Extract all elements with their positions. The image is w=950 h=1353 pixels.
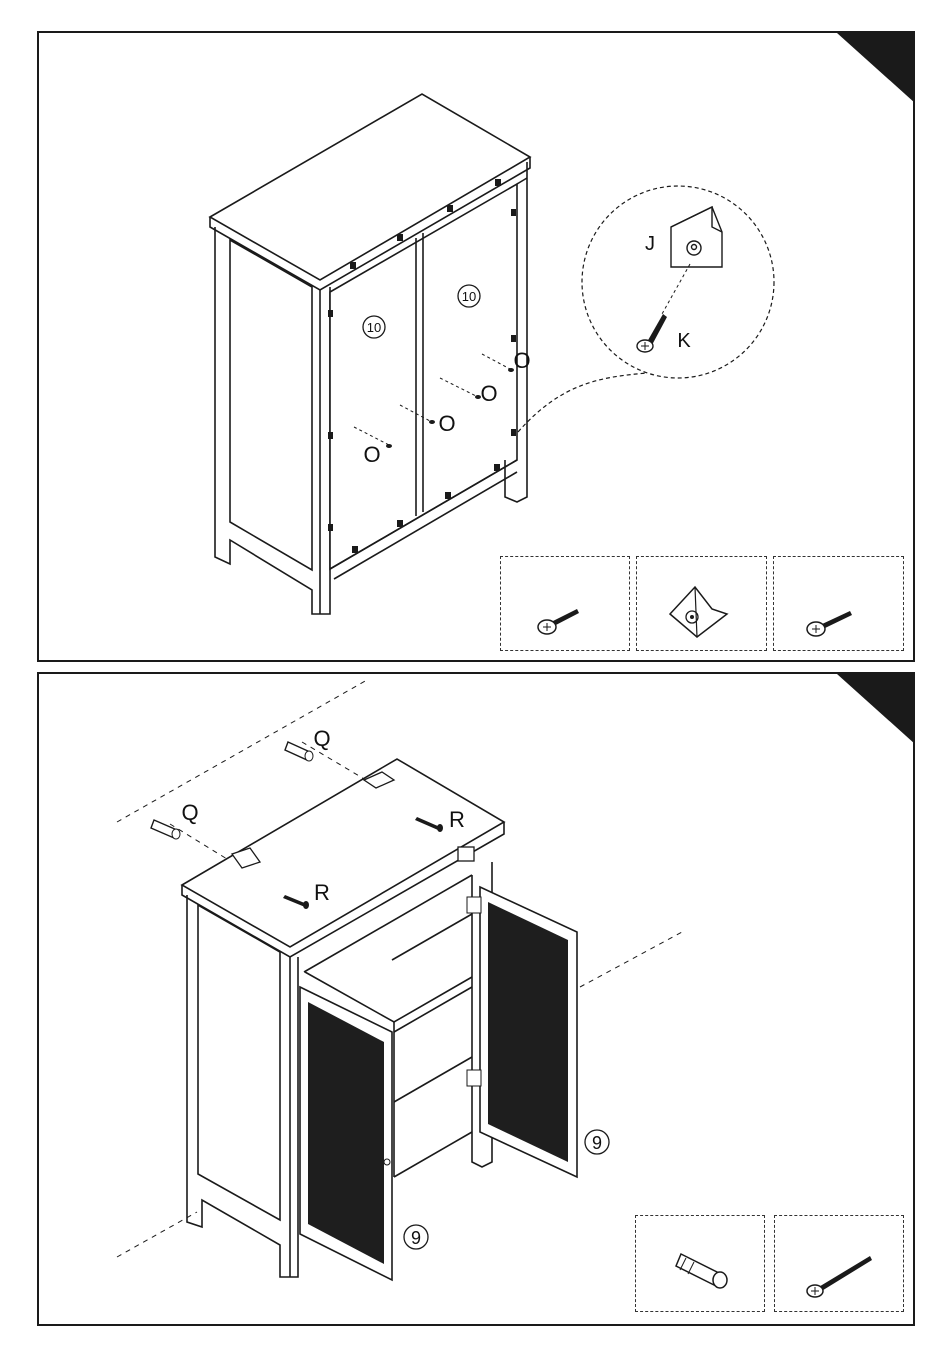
svg-text:9: 9 xyxy=(411,1228,421,1248)
step-panel-wall-anchor: Q Q R R 9 9 xyxy=(37,672,915,1326)
screw-label-left: R xyxy=(314,880,330,905)
svg-text:9: 9 xyxy=(592,1133,602,1153)
screw-label-2: O xyxy=(438,411,455,436)
short-screw-icon xyxy=(501,557,628,649)
screw-label-right: R xyxy=(449,807,465,832)
anchor-label-left: Q xyxy=(181,800,198,825)
step-panel-back-panels: 10 10 O O O O xyxy=(37,31,915,662)
anchor-q-left xyxy=(151,820,180,839)
screw-k-icon xyxy=(637,314,667,352)
hardware-box-screw-short xyxy=(500,556,630,651)
door-right xyxy=(467,887,577,1177)
wood-screw-icon xyxy=(775,1216,902,1310)
screw-label-4: O xyxy=(513,348,530,373)
door-number-left: 9 xyxy=(404,1225,428,1249)
anchor-label-right: Q xyxy=(313,726,330,751)
bracket-icon xyxy=(637,557,765,649)
bracket-label: J xyxy=(645,233,655,255)
svg-text:10: 10 xyxy=(462,289,476,304)
wall-anchor-icon xyxy=(636,1216,763,1310)
bracket-j-icon xyxy=(671,207,722,267)
hardware-box-screw-long xyxy=(773,556,904,651)
anchor-q-right xyxy=(285,742,313,761)
door-left xyxy=(300,987,392,1280)
corner-step-marker xyxy=(837,674,913,744)
long-screw-icon xyxy=(774,557,902,649)
door-number-right: 9 xyxy=(585,1130,609,1154)
svg-text:10: 10 xyxy=(367,320,381,335)
hardware-box-bracket xyxy=(636,556,767,651)
screw-label-3: O xyxy=(480,381,497,406)
hardware-box-anchor xyxy=(635,1215,765,1312)
screw-k-label: K xyxy=(677,330,691,352)
screw-label-1: O xyxy=(363,442,380,467)
corner-step-marker xyxy=(837,33,913,103)
detail-callout xyxy=(518,186,774,432)
hardware-box-wood-screw xyxy=(774,1215,904,1312)
